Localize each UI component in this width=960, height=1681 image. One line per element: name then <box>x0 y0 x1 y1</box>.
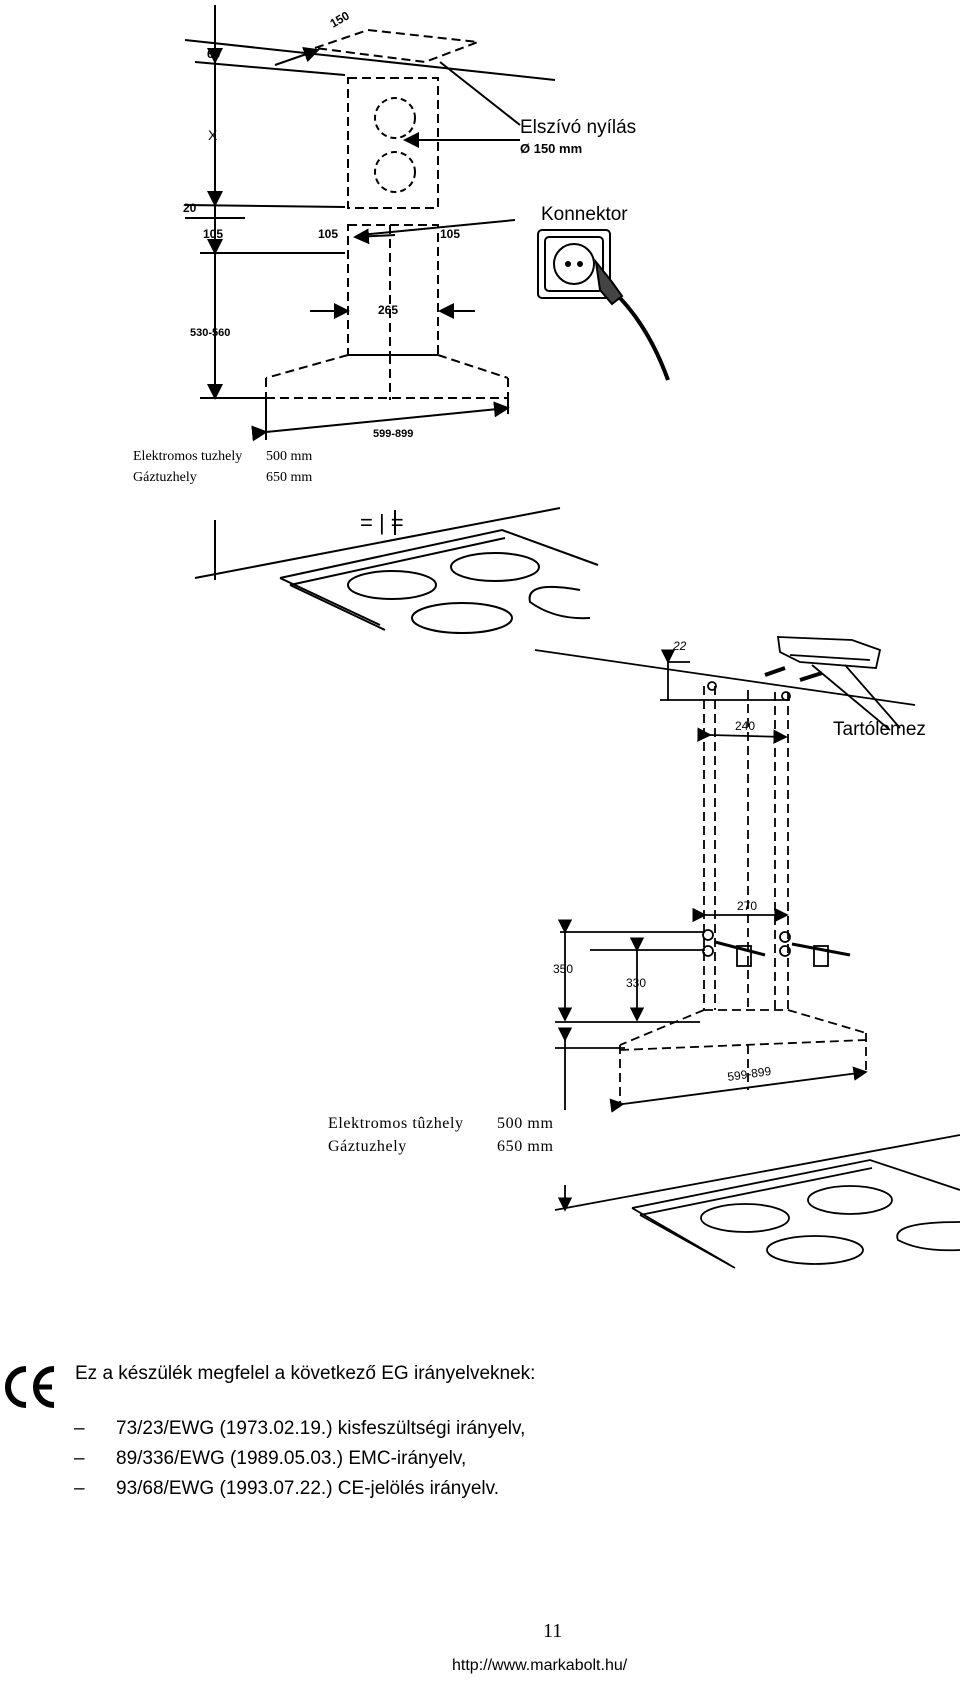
dim-350: 350 <box>553 962 573 976</box>
bracket-label: Tartólemez <box>833 719 926 740</box>
dim-105-c: 105 <box>440 227 460 241</box>
dim-270: 270 <box>737 899 757 913</box>
list-dash: – <box>74 1478 85 1499</box>
electric-cooktop-label-bottom: Elektromos tûzhely <box>328 1115 464 1132</box>
dim-240: 240 <box>735 719 755 733</box>
list-dash: – <box>74 1448 85 1469</box>
page-number: 11 <box>543 1620 563 1642</box>
list-item: – 89/336/EWG (1989.05.03.) EMC-irányelv, <box>74 1444 525 1474</box>
directive-list: – 73/23/EWG (1973.02.19.) kisfeszültségi … <box>74 1414 525 1504</box>
ce-mark-icon <box>5 1366 55 1408</box>
connector-socket-icon <box>537 229 670 381</box>
dim-599-899-top: 599-899 <box>373 428 413 440</box>
list-item: – 73/23/EWG (1973.02.19.) kisfeszültségi … <box>74 1414 525 1444</box>
dim-530-560: 530-560 <box>190 327 230 339</box>
footer-url[interactable]: http://www.markabolt.hu/ <box>452 1657 628 1674</box>
electric-cooktop-value-top: 500 mm <box>266 449 312 464</box>
connector-label: Konnektor <box>541 204 628 225</box>
dim-20: 20 <box>183 201 197 215</box>
hood-diagram-top <box>184 5 599 634</box>
equal-marks-top: = | = <box>360 510 404 535</box>
dim-105-b: 105 <box>318 227 338 241</box>
dim-599-899-bottom: 599-899 <box>726 1064 772 1084</box>
exhaust-opening-label: Elszívó nyílás <box>520 117 636 138</box>
directive-text: 73/23/EWG (1973.02.19.) kisfeszültségi i… <box>116 1418 526 1439</box>
dim-330: 330 <box>626 976 646 990</box>
gas-cooktop-label-top: Gáztuzhely <box>133 470 197 485</box>
hood-diagram-bottom <box>534 636 960 1269</box>
directive-text: 89/336/EWG (1989.05.03.) EMC-irányelv, <box>116 1448 467 1469</box>
electric-cooktop-value-bottom: 500 mm <box>497 1115 554 1132</box>
electric-cooktop-label-top: Elektromos tuzhely <box>133 449 242 464</box>
dim-x: X <box>208 127 218 143</box>
dim-22: 22 <box>672 639 687 653</box>
gas-cooktop-value-top: 650 mm <box>266 470 312 485</box>
gas-cooktop-label-bottom: Gáztuzhely <box>328 1138 407 1155</box>
exhaust-opening-size: Ø 150 mm <box>520 141 582 156</box>
dim-105-a: 105 <box>203 227 223 241</box>
dim-265: 265 <box>378 303 398 317</box>
installation-diagram: 60 150 X 20 105 105 105 265 530-560 599-… <box>133 5 960 1269</box>
list-item: – 93/68/EWG (1993.07.22.) CE-jelölés irán… <box>74 1474 525 1504</box>
dim-150: 150 <box>328 8 353 30</box>
dim-60: 60 <box>207 47 221 61</box>
list-dash: – <box>74 1418 85 1439</box>
gas-cooktop-value-bottom: 650 mm <box>497 1138 554 1155</box>
directive-text: 93/68/EWG (1993.07.22.) CE-jelölés irány… <box>116 1478 499 1499</box>
compliance-intro: Ez a készülék megfelel a következő EG ir… <box>75 1363 536 1384</box>
